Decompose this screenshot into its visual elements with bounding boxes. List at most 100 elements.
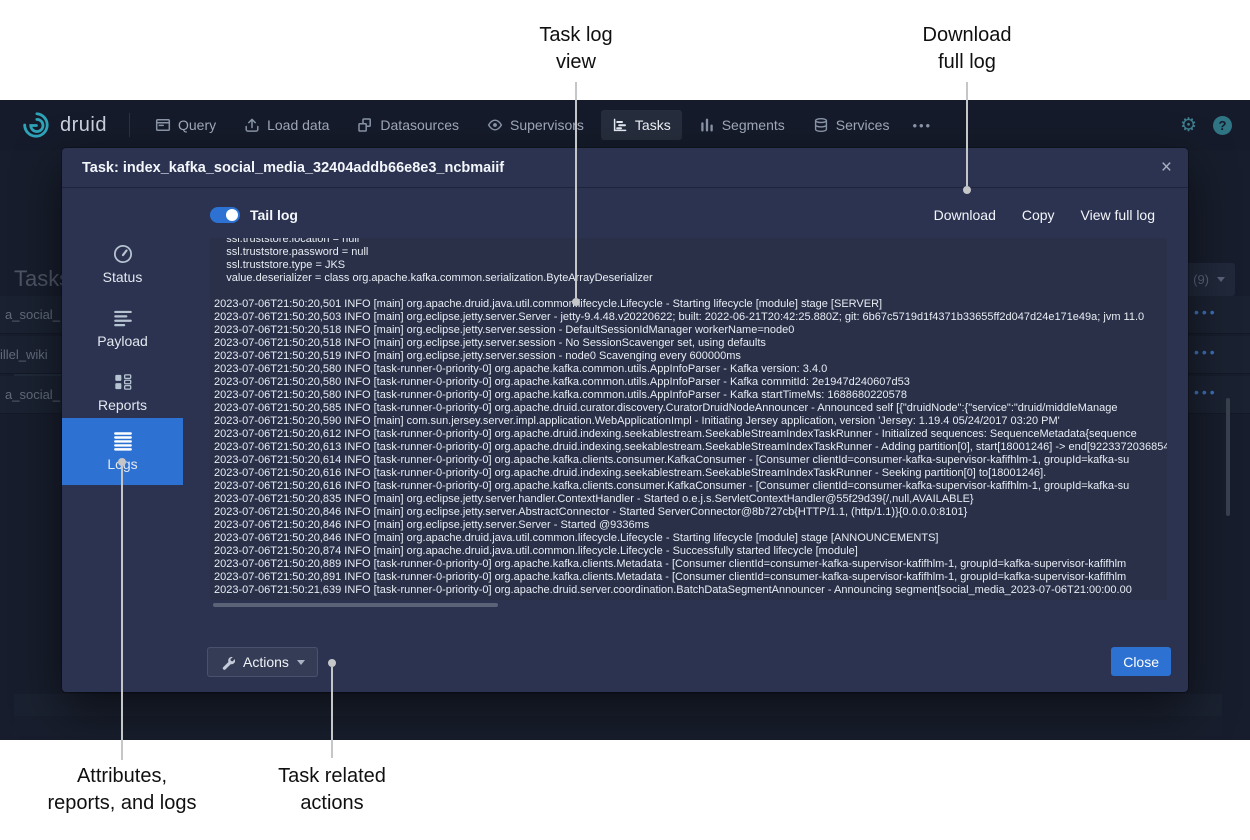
page-title: Tasks <box>14 266 71 291</box>
row-menu-icon: ••• <box>1194 384 1218 400</box>
log-line: 2023-07-06T21:50:20,889 INFO [task-runne… <box>214 558 1127 570</box>
navbar-divider <box>128 113 130 137</box>
log-line: 2023-07-06T21:50:20,580 INFO [task-runne… <box>214 389 907 401</box>
nav-item-segments[interactable]: Segments <box>688 110 796 140</box>
annotation-attributes-reports-logs: Attributes, reports, and logs <box>0 763 272 817</box>
log-line: value.deserializer = class org.apache.ka… <box>214 272 653 284</box>
services-icon <box>814 117 827 133</box>
annotation-text: Task related <box>278 765 386 787</box>
download-link[interactable]: Download <box>933 207 996 223</box>
log-content[interactable]: ssl.truststore.location = null ssl.trust… <box>210 238 1167 600</box>
annotation-download-full-log: Download full log <box>817 22 1117 76</box>
druid-logo[interactable]: druid <box>18 110 107 140</box>
nav-item-load-data[interactable]: Load data <box>233 110 340 140</box>
druid-console-window: druid Query Load data Datasources <box>0 100 1250 740</box>
task-id-cell: illel_wiki <box>0 347 48 362</box>
annotation-text: Download <box>922 24 1012 46</box>
reports-icon <box>114 374 131 390</box>
actions-button-label: Actions <box>243 654 289 670</box>
task-id-cell: a_social_ <box>5 387 60 402</box>
annotation-text: Task log <box>539 24 613 46</box>
log-line: 2023-07-06T21:50:20,835 INFO [main] org.… <box>214 493 974 505</box>
dialog-title: Task: index_kafka_social_media_32404addb… <box>82 159 505 176</box>
log-line: 2023-07-06T21:50:20,616 INFO [task-runne… <box>214 480 1130 492</box>
status-gauge-icon <box>113 244 132 264</box>
row-menu-icon: ••• <box>1194 344 1218 360</box>
nav-item-label: Datasources <box>380 117 459 133</box>
log-line: 2023-07-06T21:50:21,639 INFO [task-runne… <box>214 584 1132 596</box>
query-icon <box>155 118 171 132</box>
nav-item-tasks[interactable]: Tasks <box>600 110 682 140</box>
callout-dot <box>118 458 126 466</box>
log-horizontal-scrollbar[interactable] <box>213 603 498 607</box>
callout-dot <box>572 298 580 306</box>
view-full-log-link[interactable]: View full log <box>1080 207 1155 223</box>
nav-item-services[interactable]: Services <box>802 110 901 140</box>
settings-gear-icon[interactable]: ⚙ <box>1179 114 1197 136</box>
annotation-task-related-actions: Task related actions <box>182 763 482 817</box>
nav-item-label: Load data <box>267 117 330 133</box>
table-row <box>14 716 1222 736</box>
nav-more-button[interactable]: ••• <box>906 111 938 140</box>
sidebar-item-label: Payload <box>97 333 148 349</box>
log-line: 2023-07-06T21:50:20,501 INFO [main] org.… <box>214 298 883 310</box>
log-line: 2023-07-06T21:50:20,616 INFO [task-runne… <box>214 467 1047 479</box>
nav-item-datasources[interactable]: Datasources <box>346 110 470 140</box>
nav-item-label: Services <box>835 117 890 133</box>
nav-item-label: Query <box>177 117 217 133</box>
group-by-value: (9) <box>1193 272 1209 287</box>
chevron-down-icon <box>1217 277 1225 282</box>
segments-icon <box>700 118 713 132</box>
log-line: 2023-07-06T21:50:20,580 INFO [task-runne… <box>214 363 828 375</box>
sidebar-item-reports[interactable]: Reports <box>62 364 183 422</box>
sidebar-item-status[interactable]: Status <box>62 236 183 294</box>
callout-line-download-full-log <box>966 82 968 186</box>
log-line: 2023-07-06T21:50:20,874 INFO [main] org.… <box>214 545 858 557</box>
dialog-sidebar: Status Payload Reports Logs <box>62 188 183 692</box>
druid-logo-text: druid <box>60 113 107 136</box>
datasources-icon <box>358 118 372 132</box>
help-icon[interactable]: ? <box>1213 115 1232 135</box>
annotation-text: full log <box>938 51 996 73</box>
log-line: 2023-07-06T21:50:20,518 INFO [main] org.… <box>214 324 795 336</box>
nav-item-label: Supervisors <box>510 117 584 133</box>
log-line: 2023-07-06T21:50:20,518 INFO [main] org.… <box>214 337 766 349</box>
log-links: Download Copy View full log <box>934 207 1155 223</box>
annotation-text: actions <box>300 792 364 814</box>
payload-icon <box>113 310 132 327</box>
log-line: 2023-07-06T21:50:20,613 INFO [task-runne… <box>214 441 1167 453</box>
log-line: 2023-07-06T21:50:20,846 INFO [main] org.… <box>214 506 968 518</box>
annotation-task-log-view: Task log view <box>426 22 726 76</box>
sidebar-item-payload[interactable]: Payload <box>62 300 183 358</box>
annotation-text: Attributes, <box>76 765 168 787</box>
close-icon[interactable]: × <box>1160 157 1172 178</box>
annotation-text: reports, and logs <box>47 792 197 814</box>
callout-line-task-log-view <box>575 82 577 298</box>
log-line <box>214 285 1167 298</box>
nav-item-query[interactable]: Query <box>144 110 227 140</box>
nav-item-supervisors[interactable]: Supervisors <box>476 110 595 140</box>
toggle-knob <box>226 209 238 221</box>
annotation-text: view <box>555 51 596 73</box>
load-data-icon <box>245 118 259 132</box>
supervisors-icon <box>487 119 503 131</box>
chevron-down-icon <box>296 659 305 665</box>
sidebar-item-label: Reports <box>97 397 148 413</box>
nav-item-label: Tasks <box>634 117 671 133</box>
sidebar-item-label: Status <box>102 269 143 285</box>
log-line: 2023-07-06T21:50:20,846 INFO [main] org.… <box>214 532 939 544</box>
log-line: 2023-07-06T21:50:20,503 INFO [main] org.… <box>214 311 1145 323</box>
close-button[interactable]: Close <box>1111 647 1171 676</box>
log-line: 2023-07-06T21:50:20,891 INFO [task-runne… <box>214 571 1127 583</box>
tail-log-toggle[interactable] <box>210 207 240 223</box>
actions-button[interactable]: Actions <box>207 647 318 677</box>
navbar-right: ⚙ ? <box>1179 114 1232 136</box>
navbar-items: Query Load data Datasources Supervisors … <box>144 110 938 140</box>
table-row <box>14 694 1222 716</box>
log-line: 2023-07-06T21:50:20,580 INFO [task-runne… <box>214 376 910 388</box>
nav-item-label: Segments <box>721 117 785 133</box>
copy-link[interactable]: Copy <box>1021 207 1055 223</box>
log-line: 2023-07-06T21:50:20,590 INFO [main] com.… <box>214 415 1060 427</box>
log-line: 2023-07-06T21:50:20,846 INFO [main] org.… <box>214 519 650 531</box>
tasks-icon <box>613 118 627 132</box>
